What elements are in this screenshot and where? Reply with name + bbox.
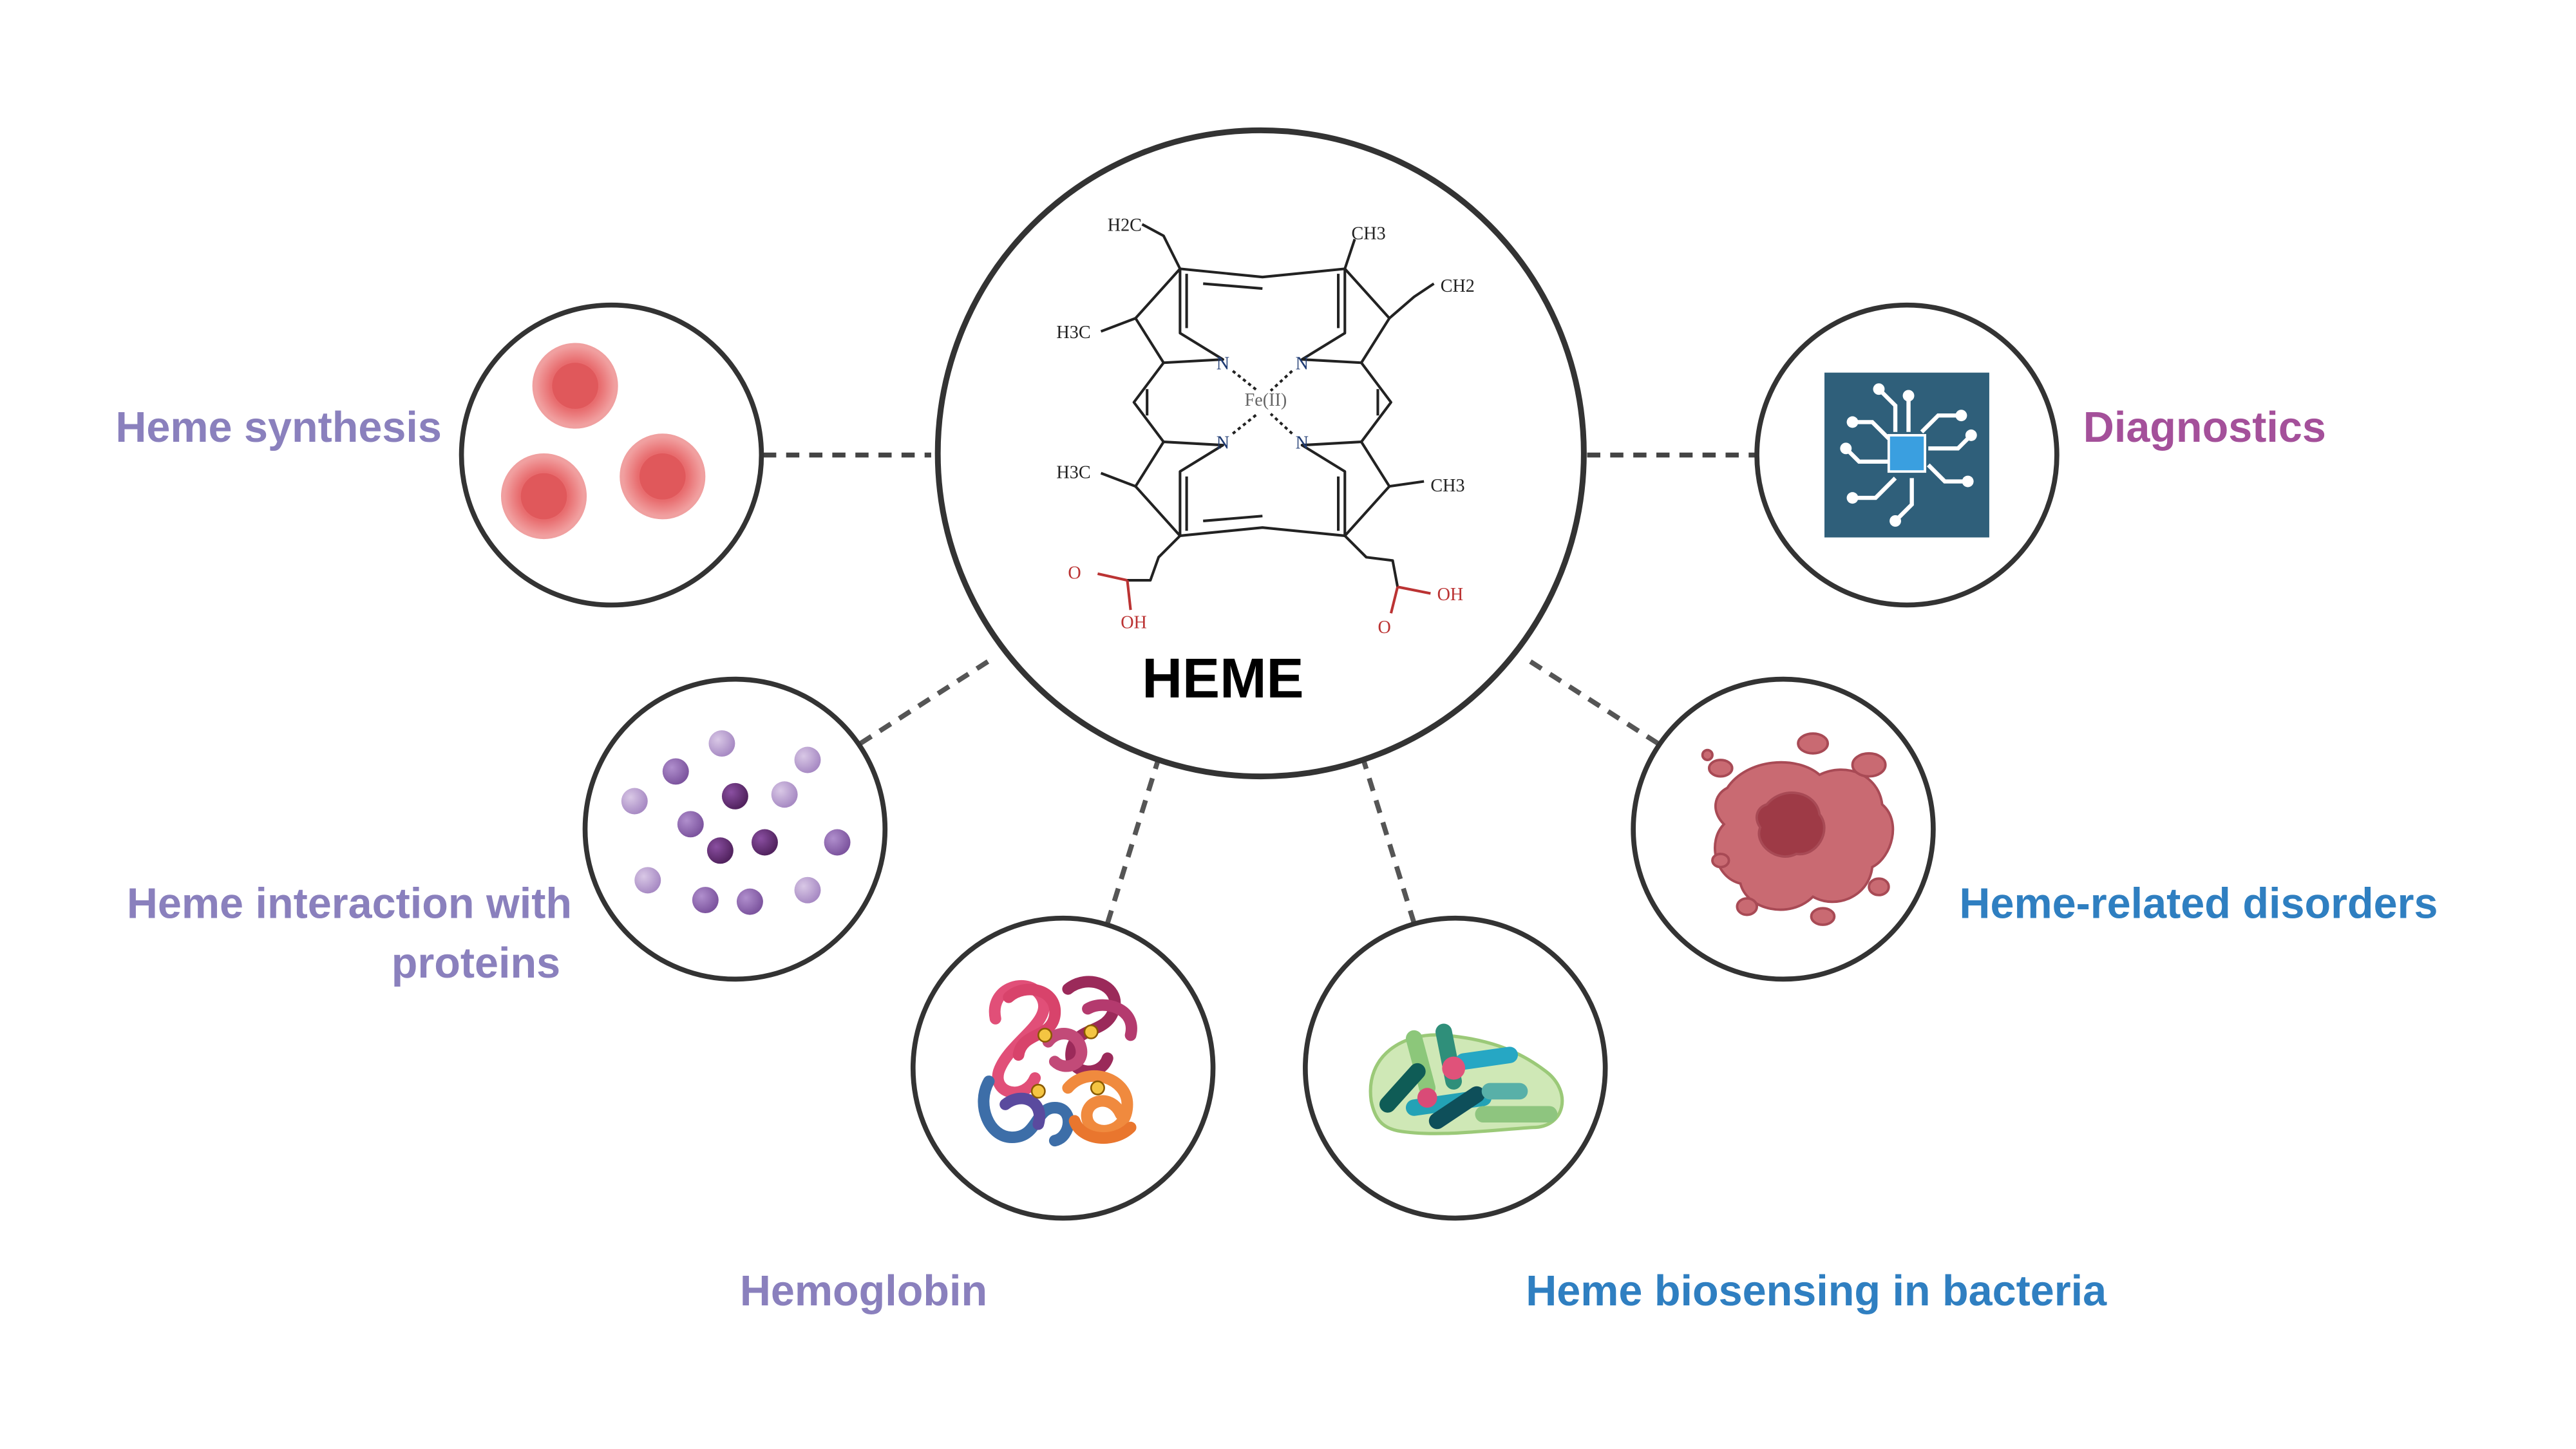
connector-biosensing: [1360, 757, 1417, 924]
heme-interaction-label-line1: Heme interaction with: [127, 880, 572, 928]
disorders-label: Heme-related disorders: [1959, 880, 2438, 928]
bacteria-icon: [1368, 1023, 1564, 1135]
group-right-lower: CH3: [1430, 476, 1464, 496]
heme-title: HEME: [1142, 647, 1303, 710]
group-top-left: H2C: [1108, 216, 1142, 236]
acid-right-hydroxyl: OH: [1437, 585, 1464, 605]
acid-bonds: [1097, 572, 1431, 614]
nitrogen-label-1: N: [1217, 354, 1229, 374]
heme-synthesis-label: Heme synthesis: [115, 404, 442, 451]
diagnostics-label: Diagnostics: [2083, 404, 2326, 451]
node-hemoglobin: Hemoglobin: [740, 915, 1216, 1315]
group-left-lower: H3C: [1056, 462, 1090, 482]
hemoglobin-label: Hemoglobin: [740, 1267, 987, 1315]
iron-label: Fe(II): [1245, 390, 1287, 410]
node-heme-synthesis: Heme synthesis: [115, 302, 764, 608]
acid-left-oxygen: O: [1068, 564, 1081, 583]
node-heme-interaction: Heme interaction with proteins: [127, 676, 888, 987]
group-top-right: CH3: [1352, 223, 1386, 243]
biosensing-label: Heme biosensing in bacteria: [1526, 1267, 2107, 1315]
red-blood-cells-icon: [500, 343, 706, 540]
node-diagnostics: Diagnostics: [1754, 302, 2326, 608]
protein-particles-icon: [621, 730, 851, 915]
connector-heme-interaction: [858, 656, 996, 746]
acid-right-oxygen: O: [1378, 618, 1390, 638]
connector-disorders: [1523, 656, 1660, 746]
heme-center-node: N N N N Fe(II) H2C CH3 CH2 H3C H3C CH3 O…: [934, 127, 1587, 780]
nitrogen-label-2: N: [1296, 354, 1309, 374]
connector-hemoglobin: [1105, 757, 1161, 924]
microchip-icon: [1824, 372, 1989, 538]
nitrogen-label-3: N: [1217, 433, 1229, 453]
heme-atom-labels: N N N N Fe(II) H2C CH3 CH2 H3C H3C CH3 O…: [1056, 216, 1474, 638]
heme-interaction-circle: [582, 676, 888, 982]
nitrogen-label-4: N: [1296, 433, 1309, 453]
node-biosensing: Heme biosensing in bacteria: [1303, 915, 2107, 1315]
hemoglobin-structure-icon: [978, 976, 1137, 1147]
heme-interaction-label-line2: proteins: [392, 940, 560, 987]
connector-lines: [762, 452, 1759, 924]
group-right-vinyl: CH2: [1441, 276, 1475, 296]
diseased-cell-icon: [1701, 732, 1895, 926]
node-disorders: Heme-related disorders: [1631, 676, 2438, 982]
group-left-upper: H3C: [1056, 323, 1090, 343]
heme-synthesis-circle: [459, 302, 764, 608]
heme-structure: [1100, 223, 1435, 587]
acid-left-hydroxyl: OH: [1121, 612, 1147, 632]
